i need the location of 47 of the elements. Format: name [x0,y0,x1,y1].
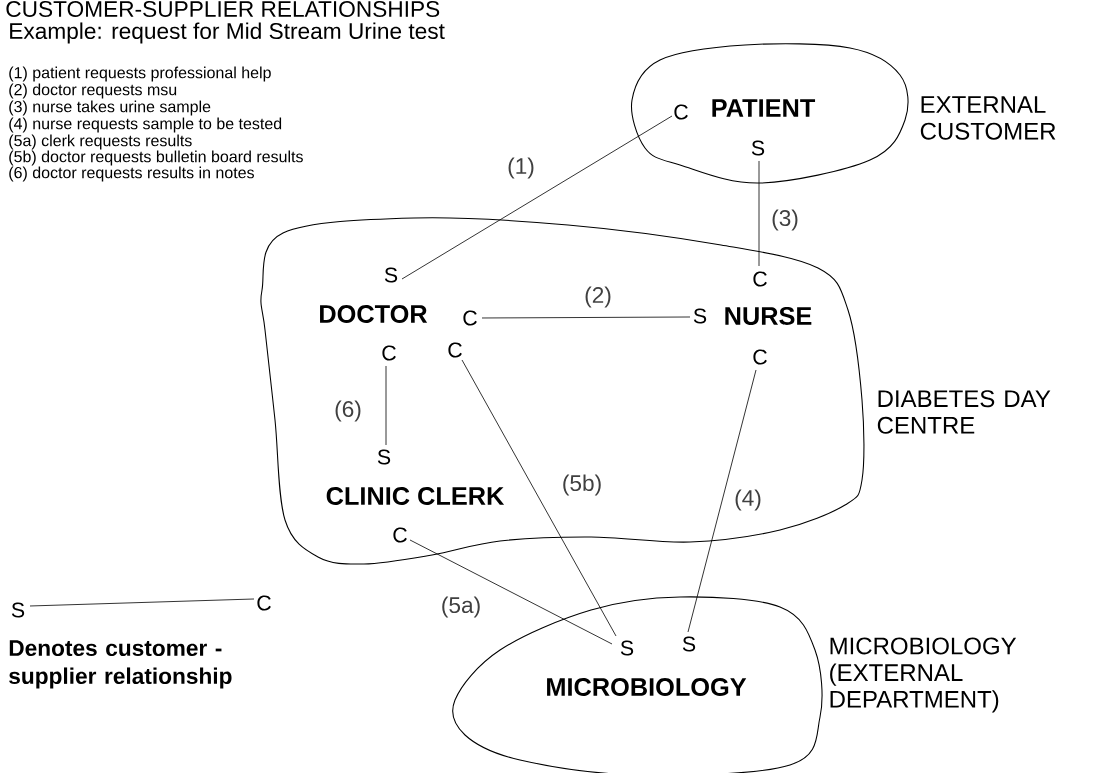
legend-text: Denotes customer -supplier relationship [9,640,232,689]
end-letter: S [693,308,707,324]
region-label: MICROBIOLOGY (EXTERNAL DEPARTMENT) [830,637,1017,713]
end-letter: C [463,310,477,326]
end-letter: C [257,595,271,611]
end-letter: C [753,271,767,287]
connector-line [461,359,617,637]
edge-label: (2) [585,286,611,308]
region-label: EXTERNAL CUSTOMER [920,96,1056,140]
edge-label: (5a) [442,596,480,618]
connector-line [758,160,760,267]
connector-line [409,539,613,645]
edge-label: (1) [508,157,534,179]
end-letter: C [674,104,688,120]
role-label: MICROBIOLOGY [547,678,747,696]
edge-label: (4) [735,489,761,511]
role-label: CLINIC CLERK [326,487,505,505]
list-item: (6) doctor requests results in notes [9,166,254,182]
end-letter: S [377,449,391,465]
role-label: NURSE [725,307,812,325]
edge-label: (6) [335,400,361,422]
list-item: (5a) clerk requests results [9,134,192,150]
end-letter: S [682,636,696,652]
region-label: DIABETES DAY CENTRE [877,390,1051,434]
list-item: Example: request for Mid Stream Urine test [10,22,445,44]
list-item: (1) patient requests professional help [9,66,271,82]
edge-label: (3) [772,209,798,231]
connector-line [401,115,673,280]
connector-line [481,316,691,319]
end-letter: S [620,640,634,656]
connector-line [687,369,757,633]
list-item: (4) nurse requests sample to be tested [9,117,282,133]
list-item: (3) nurse takes urine sample [9,100,211,116]
end-letter: C [448,342,462,358]
title: CUSTOMER-SUPPLIER RELATIONSHIPS [6,0,440,18]
end-letter: C [382,345,396,361]
end-letter: S [384,267,398,283]
list-item: (2) doctor requests msu [9,83,177,99]
connector-line [385,365,387,446]
role-label: DOCTOR [320,305,428,323]
end-letter: S [751,140,765,156]
end-letter: C [753,349,767,365]
end-letter: C [393,527,407,543]
role-label: PATIENT [712,99,816,117]
edge-label: (5b) [563,474,601,496]
list-item: (5b) doctor requests bulletin board results [9,150,303,166]
end-letter: S [11,602,25,618]
